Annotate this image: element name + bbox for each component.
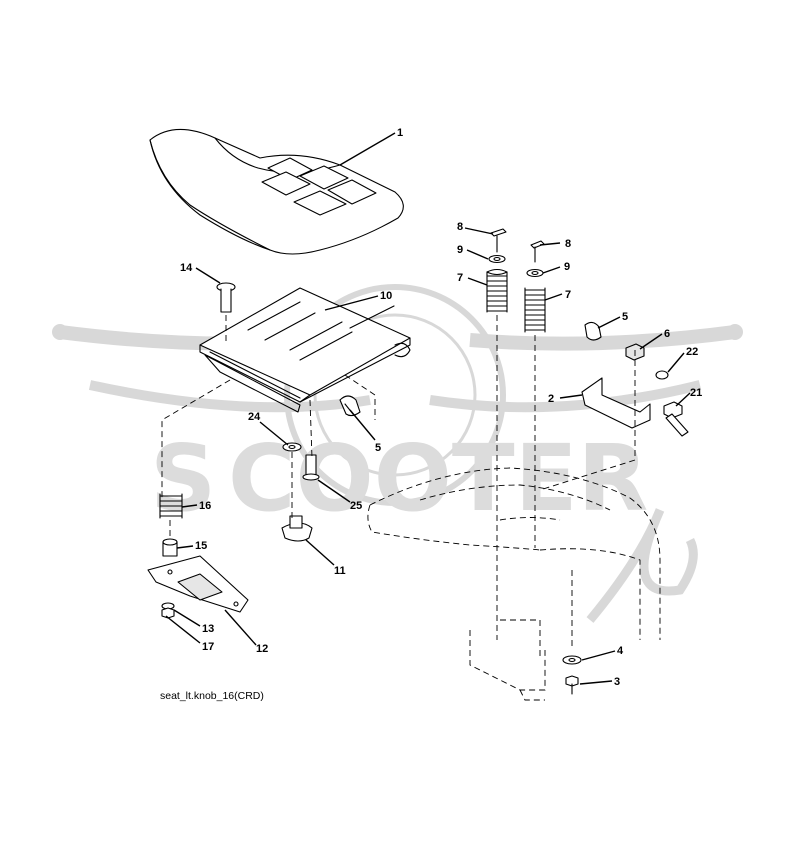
seat-clip bbox=[339, 321, 602, 417]
callout-2: 2 bbox=[548, 393, 554, 405]
callout-9-left: 9 bbox=[457, 244, 463, 256]
slide-plate bbox=[147, 555, 249, 619]
spring-stack-left bbox=[486, 228, 508, 313]
callout-8-left: 8 bbox=[457, 221, 463, 233]
callout-10: 10 bbox=[380, 290, 392, 302]
callout-4: 4 bbox=[617, 645, 624, 657]
adjustment-knob bbox=[281, 515, 313, 542]
seat-pan bbox=[199, 287, 411, 413]
callout-14: 14 bbox=[180, 262, 193, 274]
watermark-brand: S bbox=[150, 425, 216, 532]
seat bbox=[149, 128, 404, 255]
washer-stud bbox=[282, 442, 320, 481]
callout-7-left: 7 bbox=[457, 272, 463, 284]
leader-lines bbox=[165, 132, 691, 685]
callout-21: 21 bbox=[690, 387, 702, 399]
callouts: 1 8 8 9 9 7 7 14 10 5 5 6 22 2 21 24 25 … bbox=[180, 127, 702, 688]
diagram-caption: seat_lt.knob_16(CRD) bbox=[160, 690, 264, 702]
callout-17: 17 bbox=[202, 641, 214, 653]
callout-8-right: 8 bbox=[565, 238, 571, 250]
callout-12: 12 bbox=[256, 643, 268, 655]
callout-25: 25 bbox=[350, 500, 362, 512]
washer-bolt-bottom bbox=[562, 655, 582, 695]
callout-6: 6 bbox=[664, 328, 670, 340]
callout-13: 13 bbox=[202, 623, 214, 635]
tractor-fender-outline bbox=[367, 467, 661, 701]
callout-24: 24 bbox=[248, 411, 261, 423]
callout-22: 22 bbox=[686, 346, 698, 358]
callout-5-right: 5 bbox=[622, 311, 628, 323]
callout-11: 11 bbox=[334, 565, 346, 577]
callout-9-right: 9 bbox=[564, 261, 570, 273]
assembly-lines bbox=[161, 315, 636, 650]
callout-3: 3 bbox=[614, 676, 620, 688]
carriage-bolt bbox=[216, 282, 236, 313]
callout-15: 15 bbox=[195, 540, 207, 552]
callout-1: 1 bbox=[397, 127, 403, 139]
seat-bracket bbox=[581, 377, 651, 429]
callout-5-left: 5 bbox=[375, 442, 381, 454]
callout-7-right: 7 bbox=[565, 289, 571, 301]
callout-16: 16 bbox=[199, 500, 211, 512]
spring-spacer bbox=[159, 493, 183, 557]
spring-stack-right bbox=[524, 240, 546, 333]
